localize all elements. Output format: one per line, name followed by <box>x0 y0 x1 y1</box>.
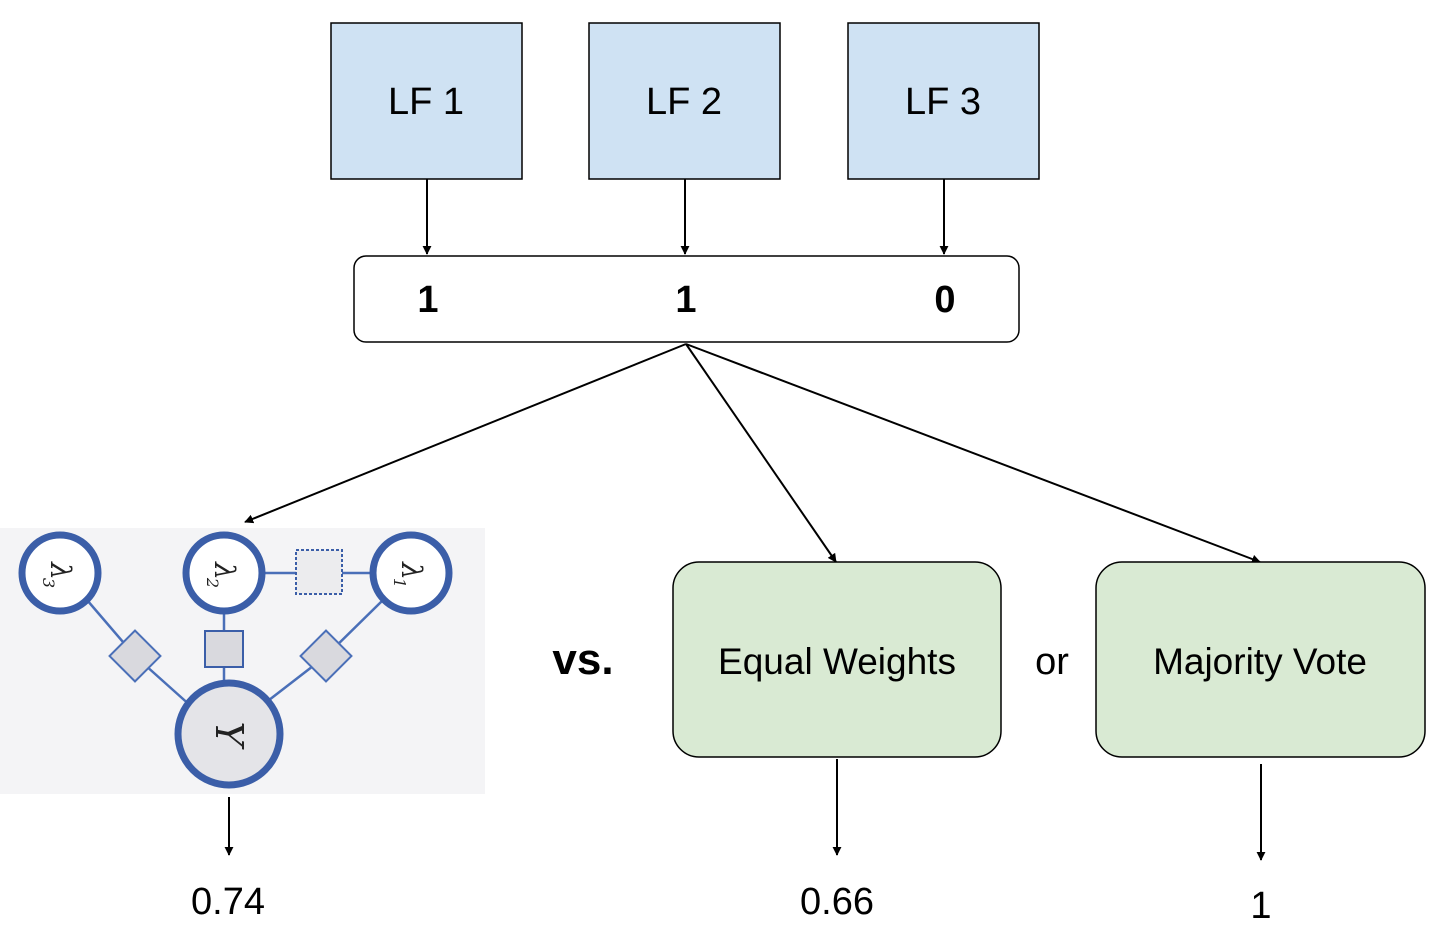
graphical-model: λ 3 λ 2 λ 1 Y <box>0 528 485 794</box>
svg-text:λ: λ <box>208 561 241 580</box>
factor-2 <box>204 630 244 668</box>
majority-vote-output-value: 1 <box>1250 885 1271 927</box>
dependency-factor <box>295 549 343 595</box>
svg-text:3: 3 <box>39 578 58 588</box>
lambda-node-3: λ 3 <box>18 531 102 615</box>
equal-weights-label: Equal Weights <box>718 641 956 682</box>
svg-text:1: 1 <box>390 578 409 588</box>
lf-box-1: LF 1 <box>330 22 523 180</box>
lf-box-2: LF 2 <box>588 22 781 180</box>
majority-vote-label: Majority Vote <box>1153 641 1367 682</box>
svg-text:λ: λ <box>395 561 428 580</box>
lf-label-1: LF 1 <box>388 81 464 123</box>
lf-label-3: LF 3 <box>905 81 981 123</box>
vs-label: vs. <box>552 635 613 684</box>
lf-label-2: LF 2 <box>646 81 722 123</box>
factor-3 <box>108 629 162 683</box>
model-output-value: 0.74 <box>191 881 265 923</box>
lambda-node-2: λ 2 <box>182 531 266 615</box>
svg-text:λ: λ <box>44 561 77 580</box>
arrow-vector-to-equal-weights <box>685 343 837 563</box>
factor-1 <box>299 629 353 683</box>
y-node: Y <box>174 679 284 789</box>
vector-value-2: 1 <box>675 279 696 321</box>
vector-value-1: 1 <box>417 279 438 321</box>
vector-value-3: 0 <box>934 279 955 321</box>
arrow-vector-to-majority-vote <box>685 343 1261 564</box>
lf-box-3: LF 3 <box>847 22 1040 180</box>
lambda-node-1: λ 1 <box>369 531 453 615</box>
or-label: or <box>1035 641 1069 683</box>
equal-weights-box: Equal Weights <box>672 561 1002 758</box>
equal-weights-output-value: 0.66 <box>800 881 874 923</box>
majority-vote-box: Majority Vote <box>1095 561 1426 758</box>
arrow-vector-to-model <box>244 343 687 524</box>
label-vector-box: 1 1 0 <box>353 255 1020 343</box>
svg-text:2: 2 <box>203 577 222 588</box>
svg-text:Y: Y <box>207 721 251 750</box>
